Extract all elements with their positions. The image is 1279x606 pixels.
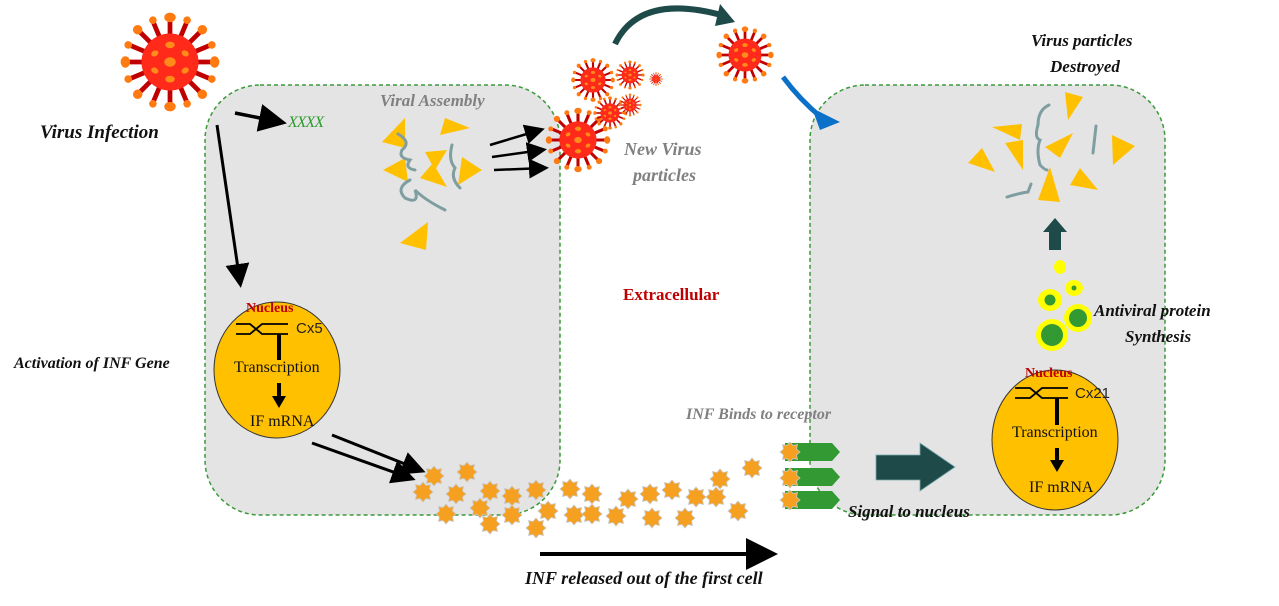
new-virus-icon bbox=[614, 59, 646, 91]
interferon-icon bbox=[501, 485, 523, 507]
curved-transfer-arrow bbox=[612, 5, 726, 46]
interferon-icon bbox=[456, 461, 478, 483]
viral-assembly-label: Viral Assembly bbox=[380, 91, 485, 110]
nucleus-right bbox=[991, 369, 1119, 511]
interferon-icon bbox=[605, 505, 627, 527]
traveling-virus-icon bbox=[715, 25, 775, 85]
signal-to-nucleus-label: Signal to nucleus bbox=[848, 502, 970, 521]
destroyed-label-line2: Destroyed bbox=[1050, 57, 1120, 76]
new-virus-icon bbox=[648, 71, 664, 87]
destroyed-capsids bbox=[968, 92, 1135, 202]
interferon-icon bbox=[525, 517, 547, 539]
receptor-icon bbox=[785, 443, 840, 461]
interferon-icon bbox=[741, 457, 763, 479]
interferon-icon bbox=[617, 488, 639, 510]
interferon-icon bbox=[661, 479, 683, 501]
viral-rna-strands bbox=[396, 132, 462, 212]
arrow-to-rna bbox=[234, 104, 287, 132]
gene-left-label: Cx5 bbox=[296, 320, 323, 337]
interferon-icon bbox=[727, 500, 749, 522]
arrow-to-nucleus bbox=[215, 124, 250, 288]
ifn-release-arrow bbox=[311, 441, 416, 484]
release-arrow bbox=[489, 124, 545, 147]
new-virus-label-line2: particles bbox=[633, 165, 696, 185]
infecting-virus-icon bbox=[121, 13, 220, 112]
interferon-icon bbox=[641, 507, 663, 529]
antiviral-proteins bbox=[1036, 260, 1092, 351]
activation-label: Activation of INF Gene bbox=[14, 355, 170, 372]
gene-right-label: Cx21 bbox=[1075, 385, 1111, 402]
destroyed-rna bbox=[1005, 103, 1098, 199]
curved-arrow-head bbox=[715, 4, 735, 26]
transcription-left-label: Transcription bbox=[234, 359, 320, 376]
new-virus-label-line1: New Virus bbox=[624, 139, 702, 159]
antiviral-label-line2: Synthesis bbox=[1125, 327, 1192, 346]
virus-infection-label: Virus Infection bbox=[40, 122, 159, 143]
transcription-right-label: Transcription bbox=[1012, 424, 1098, 441]
nucleus-right-title: Nucleus bbox=[1025, 366, 1073, 381]
interferon-icon bbox=[709, 468, 731, 490]
interferon-icon bbox=[559, 478, 581, 500]
interferon-icon bbox=[479, 480, 501, 502]
inf-released-label: INF released out of the first cell bbox=[525, 568, 763, 588]
interferon-icon bbox=[435, 503, 457, 525]
nucleus-left bbox=[213, 301, 341, 439]
interferon-icon bbox=[674, 507, 696, 529]
infected-cell bbox=[204, 84, 561, 516]
interferon-icon bbox=[445, 483, 467, 505]
inf-binds-label: INF Binds to receptor bbox=[686, 406, 832, 423]
interferon-icon bbox=[685, 486, 707, 508]
release-arrow bbox=[493, 158, 549, 179]
interferon-icon bbox=[581, 503, 603, 525]
new-virus-icon bbox=[618, 93, 642, 117]
viral-rna-label: XXXX bbox=[288, 114, 324, 131]
interferon-icon bbox=[525, 479, 547, 501]
interferon-icon bbox=[479, 513, 501, 535]
receptor-icon bbox=[785, 468, 840, 486]
interferon-icon bbox=[563, 504, 585, 526]
mrna-right-label: IF mRNA bbox=[1029, 479, 1094, 496]
receptor-icon bbox=[785, 491, 840, 509]
release-arrow bbox=[491, 142, 547, 162]
up-arrow-icon bbox=[1043, 218, 1067, 250]
interferon-icon bbox=[412, 481, 434, 503]
destroyed-label-line1: Virus particles bbox=[1031, 31, 1133, 50]
interferon-icon bbox=[639, 483, 661, 505]
interferon-icon bbox=[501, 504, 523, 526]
receptors bbox=[785, 443, 840, 509]
nucleus-left-title: Nucleus bbox=[246, 301, 294, 316]
signal-arrow-icon bbox=[875, 442, 956, 492]
antiviral-label-line1: Antiviral protein bbox=[1094, 301, 1211, 320]
dna-icon bbox=[236, 323, 288, 335]
interferon-icon bbox=[423, 465, 445, 487]
interferon-icon bbox=[581, 483, 603, 505]
entry-arrow-blue-head bbox=[812, 108, 840, 130]
interferon-icon bbox=[705, 486, 727, 508]
new-virus-icon bbox=[570, 57, 616, 103]
interferon-icon bbox=[537, 500, 559, 522]
mrna-left-label: IF mRNA bbox=[250, 413, 315, 430]
viral-assembly-capsids bbox=[382, 118, 482, 250]
interferon-icon bbox=[469, 497, 491, 519]
extracellular-label: Extracellular bbox=[623, 285, 720, 304]
